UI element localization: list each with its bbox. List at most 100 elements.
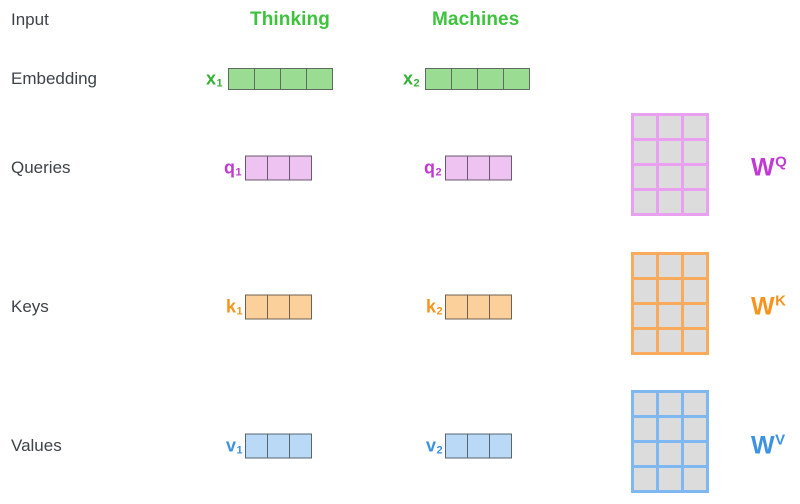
matrix-cell xyxy=(684,305,706,327)
subscript-1: 1 xyxy=(216,77,223,90)
vector-tag-q2: q2 xyxy=(424,157,442,179)
vector-k1 xyxy=(245,294,312,320)
weight-matrix-label-wk: WK xyxy=(751,292,786,321)
vector-cell xyxy=(489,294,512,320)
vector-cell xyxy=(445,294,468,320)
matrix-cell xyxy=(684,280,706,302)
vector-cell xyxy=(289,294,312,320)
subscript-2: 2 xyxy=(436,305,443,318)
vector-cell xyxy=(254,68,281,90)
subscript-1: 1 xyxy=(236,444,243,457)
input-row-label: Input xyxy=(11,10,49,29)
vector-cell xyxy=(267,433,290,459)
vector-cell xyxy=(467,294,490,320)
matrix-cell xyxy=(634,141,656,163)
matrix-cell xyxy=(684,191,706,213)
subscript-2: 2 xyxy=(413,77,420,90)
vector-cell xyxy=(267,294,290,320)
matrix-cell xyxy=(634,255,656,277)
vector-x2 xyxy=(425,68,530,90)
vector-q1 xyxy=(245,155,312,181)
vector-cell xyxy=(289,155,312,181)
vector-cell xyxy=(245,294,268,320)
matrix-cell xyxy=(634,280,656,302)
matrix-cell xyxy=(684,393,706,415)
matrix-cell xyxy=(684,255,706,277)
superscript-k: K xyxy=(775,292,786,310)
weight-matrix-wq xyxy=(631,113,709,216)
matrix-cell xyxy=(684,330,706,352)
matrix-cell xyxy=(634,166,656,188)
column-header-thinking: Thinking xyxy=(250,9,330,30)
vector-cell xyxy=(489,433,512,459)
matrix-cell xyxy=(659,141,681,163)
matrix-cell xyxy=(684,468,706,490)
vector-x1 xyxy=(228,68,333,90)
vector-tag-v2: v2 xyxy=(426,435,443,457)
row-label-values: Values xyxy=(11,436,62,455)
matrix-cell xyxy=(634,443,656,465)
matrix-cell xyxy=(659,393,681,415)
weight-matrix-wv xyxy=(631,390,709,493)
vector-cell xyxy=(289,433,312,459)
vector-v1 xyxy=(245,433,312,459)
vector-cell xyxy=(425,68,452,90)
matrix-cell xyxy=(659,468,681,490)
matrix-cell xyxy=(659,418,681,440)
vector-cell xyxy=(467,155,490,181)
subscript-1: 1 xyxy=(235,166,242,179)
weight-matrix-label-wq: WQ xyxy=(751,153,787,182)
vector-cell xyxy=(245,155,268,181)
row-label-keys: Keys xyxy=(11,297,49,316)
matrix-cell xyxy=(659,255,681,277)
matrix-cell xyxy=(634,330,656,352)
matrix-cell xyxy=(684,418,706,440)
matrix-cell xyxy=(659,280,681,302)
vector-cell xyxy=(489,155,512,181)
vector-cell xyxy=(467,433,490,459)
matrix-cell xyxy=(634,305,656,327)
subscript-2: 2 xyxy=(435,166,442,179)
vector-tag-v1: v1 xyxy=(226,435,243,457)
vector-cell xyxy=(503,68,530,90)
vector-cell xyxy=(477,68,504,90)
matrix-cell xyxy=(684,141,706,163)
matrix-cell xyxy=(634,393,656,415)
column-header-machines: Machines xyxy=(432,9,520,30)
vector-cell xyxy=(245,433,268,459)
weight-matrix-wk xyxy=(631,252,709,355)
subscript-1: 1 xyxy=(236,305,243,318)
matrix-cell xyxy=(659,443,681,465)
vector-cell xyxy=(267,155,290,181)
vector-cell xyxy=(451,68,478,90)
matrix-cell xyxy=(634,191,656,213)
vector-tag-x1: x1 xyxy=(206,68,223,90)
superscript-q: Q xyxy=(775,153,787,171)
vector-cell xyxy=(445,155,468,181)
weight-matrix-label-wv: WV xyxy=(751,431,786,460)
matrix-cell xyxy=(634,468,656,490)
matrix-cell xyxy=(659,191,681,213)
matrix-cell xyxy=(659,116,681,138)
matrix-cell xyxy=(684,443,706,465)
vector-q2 xyxy=(445,155,512,181)
vector-tag-q1: q1 xyxy=(224,157,242,179)
matrix-cell xyxy=(659,330,681,352)
row-label-queries: Queries xyxy=(11,158,71,177)
vector-cell xyxy=(280,68,307,90)
vector-cell xyxy=(228,68,255,90)
row-label-embedding: Embedding xyxy=(11,69,98,88)
vector-tag-k2: k2 xyxy=(426,296,443,318)
vector-tag-x2: x2 xyxy=(403,68,420,90)
matrix-cell xyxy=(684,166,706,188)
matrix-cell xyxy=(634,116,656,138)
matrix-cell xyxy=(634,418,656,440)
vector-v2 xyxy=(445,433,512,459)
matrix-cell xyxy=(684,116,706,138)
vector-tag-k1: k1 xyxy=(226,296,243,318)
vector-k2 xyxy=(445,294,512,320)
vector-cell xyxy=(445,433,468,459)
matrix-cell xyxy=(659,166,681,188)
superscript-v: V xyxy=(775,431,786,449)
